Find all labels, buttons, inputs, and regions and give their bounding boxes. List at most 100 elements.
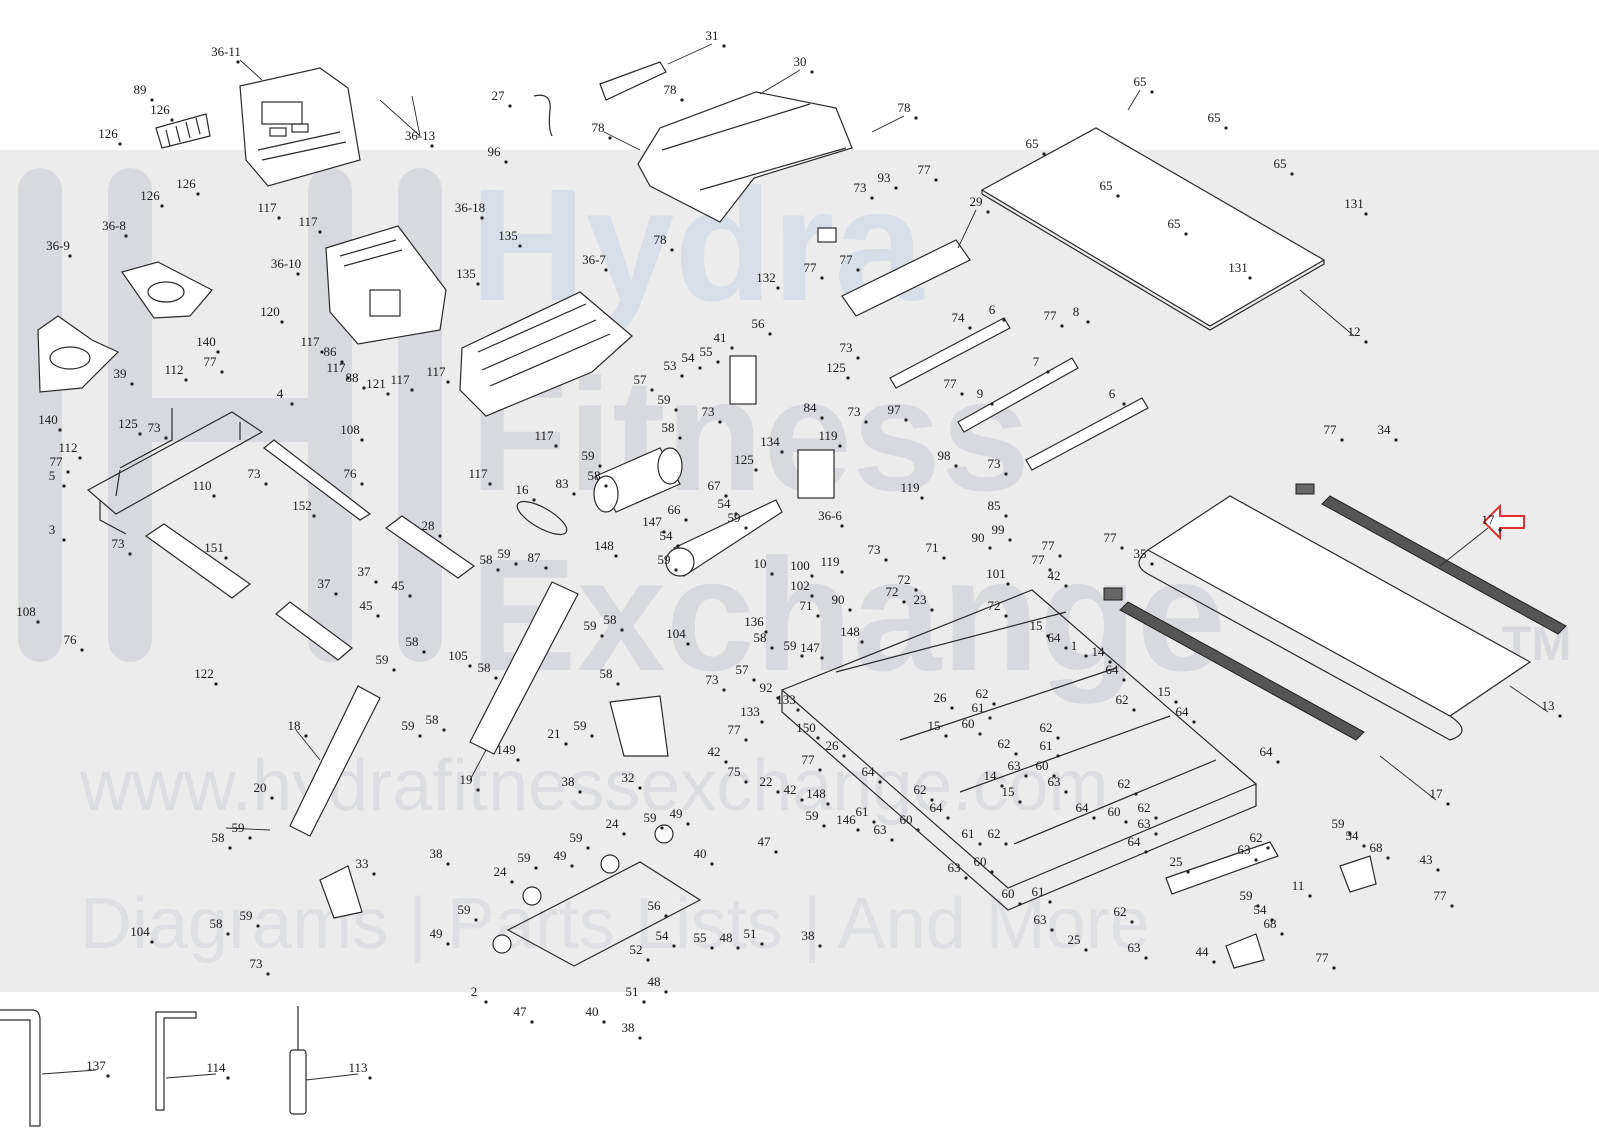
callout-dot xyxy=(800,654,804,658)
part-label-2: 2 xyxy=(471,984,478,999)
callout-dot xyxy=(614,554,618,558)
callout-dot xyxy=(620,628,624,632)
callout-dot xyxy=(964,876,968,880)
callout-dot xyxy=(510,880,514,884)
tool-wrench-137-icon xyxy=(0,1009,41,1127)
part-label-64: 64 xyxy=(1048,630,1062,645)
callout-dot xyxy=(810,574,814,578)
callout-dot xyxy=(494,676,498,680)
callout-dot xyxy=(904,418,908,422)
part-label-72: 72 xyxy=(886,584,899,599)
part-label-132: 132 xyxy=(756,270,776,285)
part-label-78: 78 xyxy=(654,232,667,247)
part-label-58: 58 xyxy=(212,830,225,845)
part-label-64: 64 xyxy=(1128,834,1142,849)
callout-dot xyxy=(1254,858,1258,862)
callout-dot xyxy=(724,760,728,764)
callout-dot xyxy=(532,498,536,502)
callout-dot xyxy=(320,350,324,354)
part-label-67: 67 xyxy=(708,478,722,493)
callout-dot xyxy=(266,972,270,976)
part-label-117: 117 xyxy=(468,466,488,481)
part-label-55: 55 xyxy=(694,930,707,945)
callout-dot xyxy=(988,716,992,720)
callout-dot xyxy=(1248,276,1252,280)
part-running-belt xyxy=(1138,495,1532,741)
callout-dot xyxy=(62,484,66,488)
part-label-77: 77 xyxy=(1316,950,1330,965)
part-label-36-8: 36-8 xyxy=(102,218,126,233)
part-label-135: 135 xyxy=(498,228,518,243)
part-label-119: 119 xyxy=(818,428,837,443)
part-label-104: 104 xyxy=(130,924,150,939)
part-label-59: 59 xyxy=(402,718,415,733)
part-label-62: 62 xyxy=(914,782,927,797)
callout-dot xyxy=(1004,842,1008,846)
callout-dot xyxy=(776,696,780,700)
part-label-8: 8 xyxy=(1073,304,1080,319)
callout-dot xyxy=(360,482,364,486)
part-label-63: 63 xyxy=(874,822,887,837)
callout-dot xyxy=(1192,720,1196,724)
callout-dot xyxy=(58,428,62,432)
callout-dot xyxy=(1144,956,1148,960)
callout-dot xyxy=(672,944,676,948)
callout-dot xyxy=(1122,402,1126,406)
callout-dot xyxy=(214,682,218,686)
callout-dot xyxy=(664,990,668,994)
callout-dot xyxy=(124,234,128,238)
part-sensor-cable xyxy=(533,94,553,137)
part-label-85: 85 xyxy=(988,498,1001,513)
callout-dot xyxy=(1052,774,1056,778)
part-label-64: 64 xyxy=(1106,662,1120,677)
callout-dot xyxy=(856,268,860,272)
part-label-126: 126 xyxy=(98,126,118,141)
callout-dot xyxy=(312,514,316,518)
callout-dot xyxy=(716,360,720,364)
callout-dot xyxy=(572,492,576,496)
callout-dot xyxy=(480,216,484,220)
callout-dot xyxy=(224,556,228,560)
callout-dot xyxy=(1124,820,1128,824)
part-label-36-13: 36-13 xyxy=(405,128,435,143)
callout-dot xyxy=(1018,902,1022,906)
part-label-73: 73 xyxy=(706,672,719,687)
callout-dot xyxy=(1290,172,1294,176)
part-label-102: 102 xyxy=(790,578,810,593)
callout-dot xyxy=(446,862,450,866)
callout-dot xyxy=(78,456,82,460)
callout-dot xyxy=(248,836,252,840)
part-side-cover-right xyxy=(121,261,213,319)
part-label-58: 58 xyxy=(210,916,223,931)
part-label-12: 12 xyxy=(1348,324,1361,339)
part-label-49: 49 xyxy=(554,848,567,863)
callout-dot xyxy=(602,1020,606,1024)
callout-dot xyxy=(920,496,924,500)
callout-dot xyxy=(1308,894,1312,898)
callout-dot xyxy=(530,1020,534,1024)
part-label-27: 27 xyxy=(492,88,506,103)
part-label-18: 18 xyxy=(288,718,301,733)
part-console-back xyxy=(325,225,447,345)
part-label-83: 83 xyxy=(556,476,569,491)
callout-dot xyxy=(1184,232,1188,236)
part-label-136: 136 xyxy=(744,614,764,629)
part-label-62: 62 xyxy=(976,686,989,701)
part-clip-35 xyxy=(1103,587,1123,601)
callout-dot xyxy=(770,572,774,576)
part-end-cap-43 xyxy=(1339,855,1377,893)
callout-dot xyxy=(810,594,814,598)
part-label-58: 58 xyxy=(588,468,601,483)
part-label-61: 61 xyxy=(972,700,985,715)
part-label-112: 112 xyxy=(164,362,183,377)
callout-dot xyxy=(296,272,300,276)
callout-dot xyxy=(684,518,688,522)
part-label-148: 148 xyxy=(594,538,614,553)
callout-dot xyxy=(170,118,174,122)
callout-dot xyxy=(80,648,84,652)
part-label-140: 140 xyxy=(38,412,58,427)
callout-dot xyxy=(744,738,748,742)
callout-dot xyxy=(36,620,40,624)
part-label-38: 38 xyxy=(430,846,443,861)
part-base-frame xyxy=(492,824,702,967)
